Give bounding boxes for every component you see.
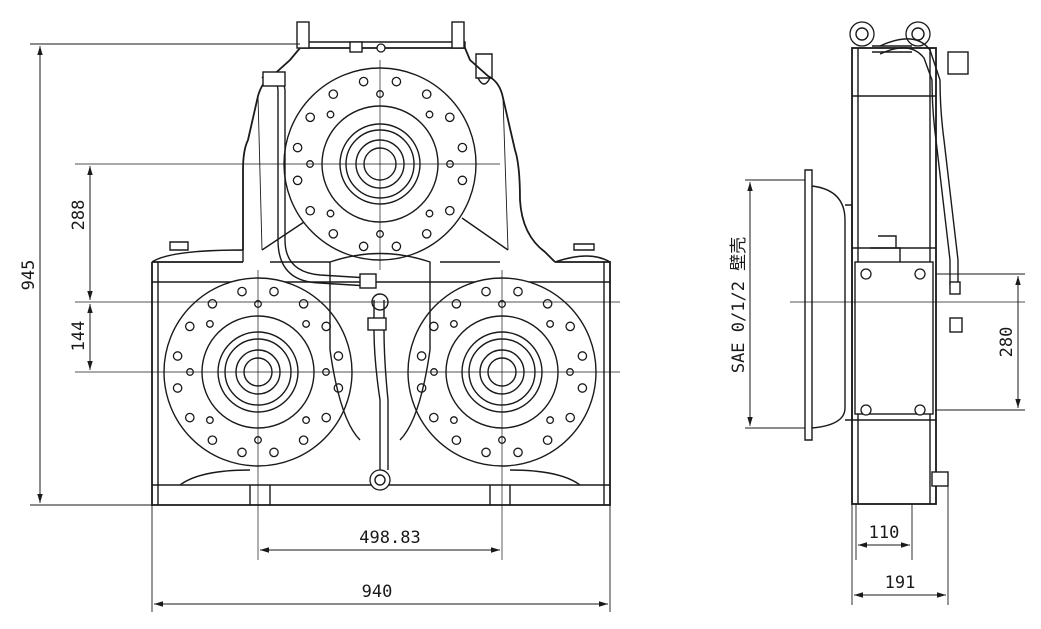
- bolt-hole: [358, 76, 369, 87]
- bolt-hole: [207, 435, 218, 446]
- bolt-hole: [302, 319, 311, 328]
- bolt-hole: [451, 298, 462, 309]
- bolt-hole: [457, 142, 468, 153]
- bolt-hole: [184, 412, 195, 423]
- bolt-hole: [237, 286, 247, 297]
- bolt-hole: [421, 228, 432, 239]
- bolt-hole: [425, 110, 434, 119]
- bolt-hole: [481, 447, 491, 458]
- bolt-hole: [292, 142, 303, 153]
- front-dimensions: 945 288 144 498.83 940: [19, 43, 611, 612]
- bolt-hole: [513, 447, 523, 458]
- dim-flange-label: SAE 0/1/2 壁壳: [729, 237, 749, 373]
- bolt-hole: [305, 112, 316, 123]
- bolt-hole: [546, 319, 555, 328]
- bolt-hole: [305, 205, 316, 216]
- dim-191-label: 191: [885, 573, 916, 593]
- bolt-hole: [391, 76, 402, 87]
- dim-940-label: 940: [362, 582, 393, 602]
- bolt-hole: [457, 175, 468, 186]
- bolt-hole: [449, 319, 458, 328]
- bolt-hole: [577, 351, 588, 361]
- bolt-hole: [172, 351, 183, 361]
- side-view: [790, 21, 1025, 505]
- bolt-hole: [184, 321, 195, 332]
- bolt-hole: [333, 351, 344, 361]
- bolt-hole: [298, 435, 309, 446]
- bolt-hole: [326, 209, 335, 218]
- bolt-hole: [542, 435, 553, 446]
- dim-498-label: 498.83: [359, 528, 420, 548]
- bolt-hole: [565, 321, 576, 332]
- bolt-hole: [451, 435, 462, 446]
- bolt-hole: [565, 412, 576, 423]
- dim-144-label: 144: [69, 321, 89, 352]
- bolt-hole: [292, 175, 303, 186]
- bolt-hole: [425, 209, 434, 218]
- side-dimensions: SAE 0/1/2 壁壳 280 110 191: [729, 179, 1025, 605]
- bolt-hole: [542, 298, 553, 309]
- lube-pipe: [261, 71, 391, 491]
- bolt-hole: [205, 416, 214, 425]
- bolt-hole: [416, 351, 427, 361]
- bolt-hole: [328, 228, 339, 239]
- bolt-hole: [513, 286, 523, 297]
- bolt-hole: [302, 416, 311, 425]
- bolt-hole: [237, 447, 247, 458]
- bolt-hole: [546, 416, 555, 425]
- bolt-hole: [326, 110, 335, 119]
- bolt-hole: [428, 321, 439, 332]
- bolt-hole: [428, 412, 439, 423]
- bolt-hole: [321, 412, 332, 423]
- dim-280-label: 280: [997, 327, 1017, 358]
- bolt-hole: [449, 416, 458, 425]
- flange-bell: [804, 169, 846, 441]
- bolt-hole: [444, 112, 455, 123]
- front-view: [75, 21, 620, 560]
- bolt-hole: [577, 383, 588, 393]
- bolt-hole: [444, 205, 455, 216]
- bolt-hole: [481, 286, 491, 297]
- dim-110-label: 110: [869, 523, 900, 543]
- bolt-hole: [321, 321, 332, 332]
- lifting-eyes: [296, 21, 493, 85]
- bolt-hole: [328, 89, 339, 100]
- dim-288-label: 288: [69, 200, 89, 231]
- bolt-hole: [358, 241, 369, 252]
- bolt-hole: [298, 298, 309, 309]
- bolt-hole: [207, 298, 218, 309]
- bolt-hole: [205, 319, 214, 328]
- bolt-hole: [269, 447, 279, 458]
- bolt-hole: [269, 286, 279, 297]
- dim-945-label: 945: [19, 260, 39, 291]
- bolt-hole: [391, 241, 402, 252]
- bolt-hole: [172, 383, 183, 393]
- bolt-hole: [421, 89, 432, 100]
